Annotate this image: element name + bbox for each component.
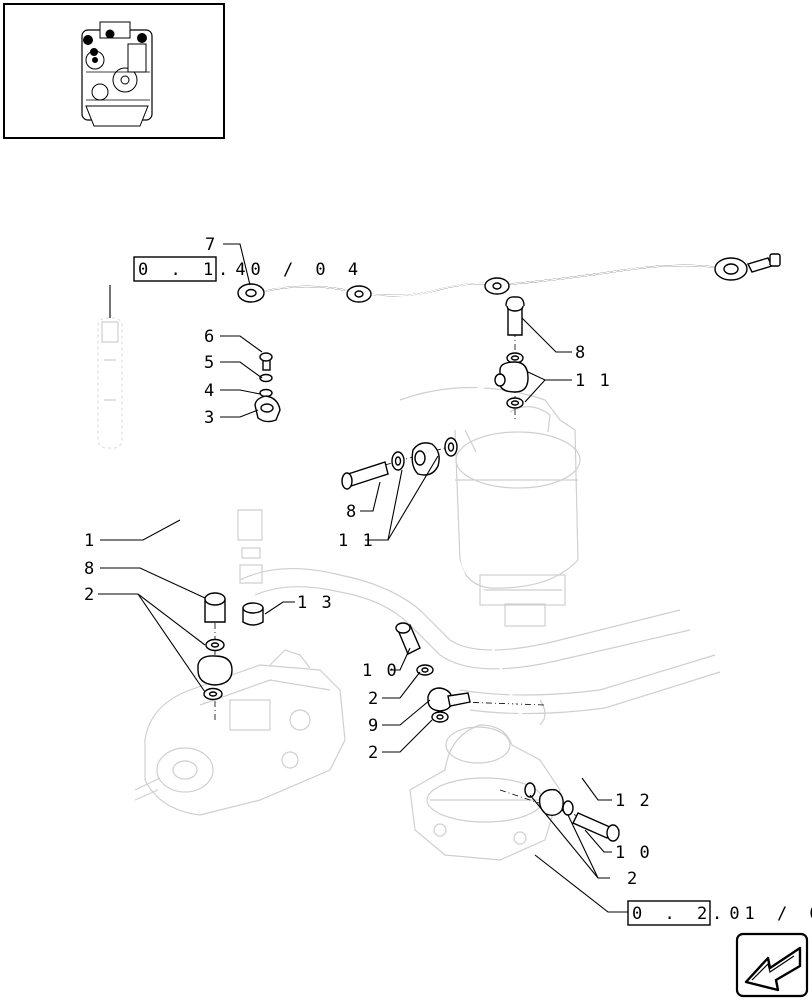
fuel-pipe-1 bbox=[178, 378, 506, 670]
callout-2-feed-top: 2 bbox=[368, 689, 380, 709]
clamp-assembly bbox=[254, 352, 281, 423]
callout-11-top: 1 1 bbox=[575, 371, 612, 391]
callout-2-lower: 2 bbox=[627, 869, 639, 889]
reference-bottom-suffix: . 1 / 0 1 bbox=[712, 904, 812, 924]
arrow-nav-icon[interactable] bbox=[735, 932, 809, 998]
callout-8-side: 8 bbox=[346, 502, 358, 522]
callout-2-pump: 2 bbox=[84, 585, 96, 605]
feed-pump-fitting bbox=[395, 622, 471, 723]
filter-top-banjo bbox=[494, 296, 529, 409]
callout-2-feed-bottom: 2 bbox=[368, 743, 380, 763]
banjo-fitting bbox=[484, 277, 510, 295]
ghost-injector bbox=[97, 285, 123, 449]
banjo-fitting bbox=[714, 257, 748, 281]
engine-thumbnail-icon bbox=[81, 21, 153, 127]
reference-top-suffix: . 0 / 0 4 bbox=[218, 260, 364, 280]
callout-10-feed: 1 0 bbox=[362, 661, 399, 681]
feed-pump-lower-banjo bbox=[524, 782, 620, 842]
reference-bottom-box: 0 . 2 0 bbox=[632, 904, 746, 924]
callout-12: 1 2 bbox=[615, 791, 652, 811]
filter-side-banjo bbox=[341, 437, 458, 490]
callout-4: 4 bbox=[204, 381, 216, 401]
callout-10-lower: 1 0 bbox=[615, 843, 652, 863]
callout-6: 6 bbox=[204, 327, 216, 347]
callout-7: 7 bbox=[205, 235, 217, 255]
callout-8-top: 8 bbox=[575, 343, 587, 363]
banjo-fitting bbox=[237, 283, 265, 303]
callout-11-side: 1 1 bbox=[338, 531, 375, 551]
reference-top[interactable]: 0 . 1 4 . 0 / 0 4 bbox=[133, 256, 364, 282]
engine-thumbnail bbox=[3, 3, 225, 139]
ghost-fuel-filter bbox=[399, 386, 581, 627]
reference-bottom[interactable]: 0 . 2 0 . 1 / 0 1 bbox=[627, 900, 812, 926]
callout-1: 1 bbox=[84, 531, 96, 551]
callout-13: 1 3 bbox=[297, 593, 334, 613]
pump-banjo bbox=[197, 592, 233, 701]
fuel-pipe-12 bbox=[423, 474, 592, 802]
cap-13 bbox=[242, 602, 264, 626]
ghost-injection-pump bbox=[134, 649, 346, 816]
callout-5: 5 bbox=[204, 353, 216, 373]
ghost-pipes bbox=[237, 509, 721, 726]
banjo-fitting bbox=[346, 285, 372, 303]
callout-8-pump: 8 bbox=[84, 559, 96, 579]
reference-top-box: 0 . 1 4 bbox=[138, 260, 252, 280]
leak-off-pipe bbox=[237, 253, 781, 303]
leader-lines bbox=[98, 243, 628, 913]
ghost-feed-pump bbox=[409, 724, 561, 861]
callout-labels: 7 6 5 4 3 8 1 1 8 1 1 1 8 2 1 3 1 0 2 9 … bbox=[84, 235, 652, 889]
callout-3: 3 bbox=[204, 408, 216, 428]
callout-9: 9 bbox=[368, 716, 380, 736]
